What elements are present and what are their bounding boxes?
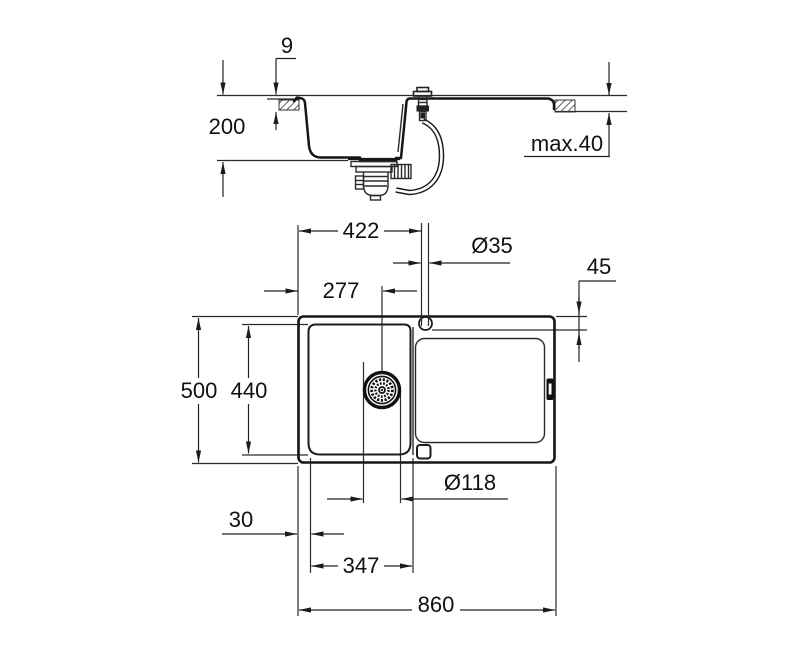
- plan-view: 422 Ø35 45 277 500: [181, 218, 616, 617]
- trap-cup: [354, 172, 389, 201]
- dim-label-tap-from-left: 422: [343, 218, 380, 243]
- dim-label-overall-depth: 500: [181, 378, 218, 403]
- dim-label-bowl-inner-width: 347: [343, 553, 380, 578]
- dim-label-tap-hole-diameter: Ø35: [471, 233, 513, 258]
- drain-trap-assembly: [348, 157, 412, 201]
- dim-label-counter-thickness: max.40: [531, 131, 603, 156]
- counter-hatch-right: [554, 99, 576, 113]
- dim-label-overall-width: 860: [418, 592, 455, 617]
- dimension-drain-from-left: 277: [264, 278, 417, 303]
- dimension-tap-hole-diameter: Ø35: [393, 233, 513, 266]
- dim-label-tap-from-edge: 45: [587, 254, 611, 279]
- dimension-bowl-inner-width: 347: [311, 553, 412, 578]
- dimension-bowl-inner-depth: 440: [231, 326, 268, 454]
- edge-clip: [546, 378, 554, 400]
- dim-label-bowl-inner-depth: 440: [231, 378, 268, 403]
- dimension-drain-diameter: Ø118: [327, 470, 508, 502]
- counter-hatch-left: [278, 99, 300, 111]
- dimension-overall-width: 860: [299, 592, 555, 617]
- dimension-bowl-depth: 200: [209, 60, 246, 197]
- bowl-outline: [307, 323, 412, 456]
- dimension-edge-to-bowl: 30: [222, 507, 344, 537]
- dim-label-drain-from-left: 277: [323, 278, 360, 303]
- drain-strainer: [362, 370, 402, 410]
- overflow-hose: [395, 118, 445, 196]
- tap-hole-tangent-lines: [420, 223, 430, 326]
- tap-hole-fitting: [412, 86, 433, 122]
- dim-label-edge-to-bowl: 30: [229, 507, 253, 532]
- dim-label-rim-height: 9: [281, 33, 293, 58]
- dim-label-drain-diameter: Ø118: [444, 470, 496, 495]
- bowl-inner-wall-line: [397, 103, 404, 153]
- accessory-hole: [416, 444, 432, 460]
- trap-coupling: [390, 163, 412, 180]
- dimension-tap-from-edge: 45: [576, 254, 616, 362]
- dimension-tap-from-left: 422: [299, 218, 421, 243]
- side-section-view: 9 200 max.40: [209, 33, 627, 201]
- dimension-rim-height: 9: [273, 33, 296, 130]
- dimension-overall-depth: 500: [181, 318, 218, 463]
- dim-label-bowl-depth: 200: [209, 114, 246, 139]
- dimension-counter-thickness: max.40: [524, 62, 612, 158]
- drainboard-outline: [414, 337, 546, 444]
